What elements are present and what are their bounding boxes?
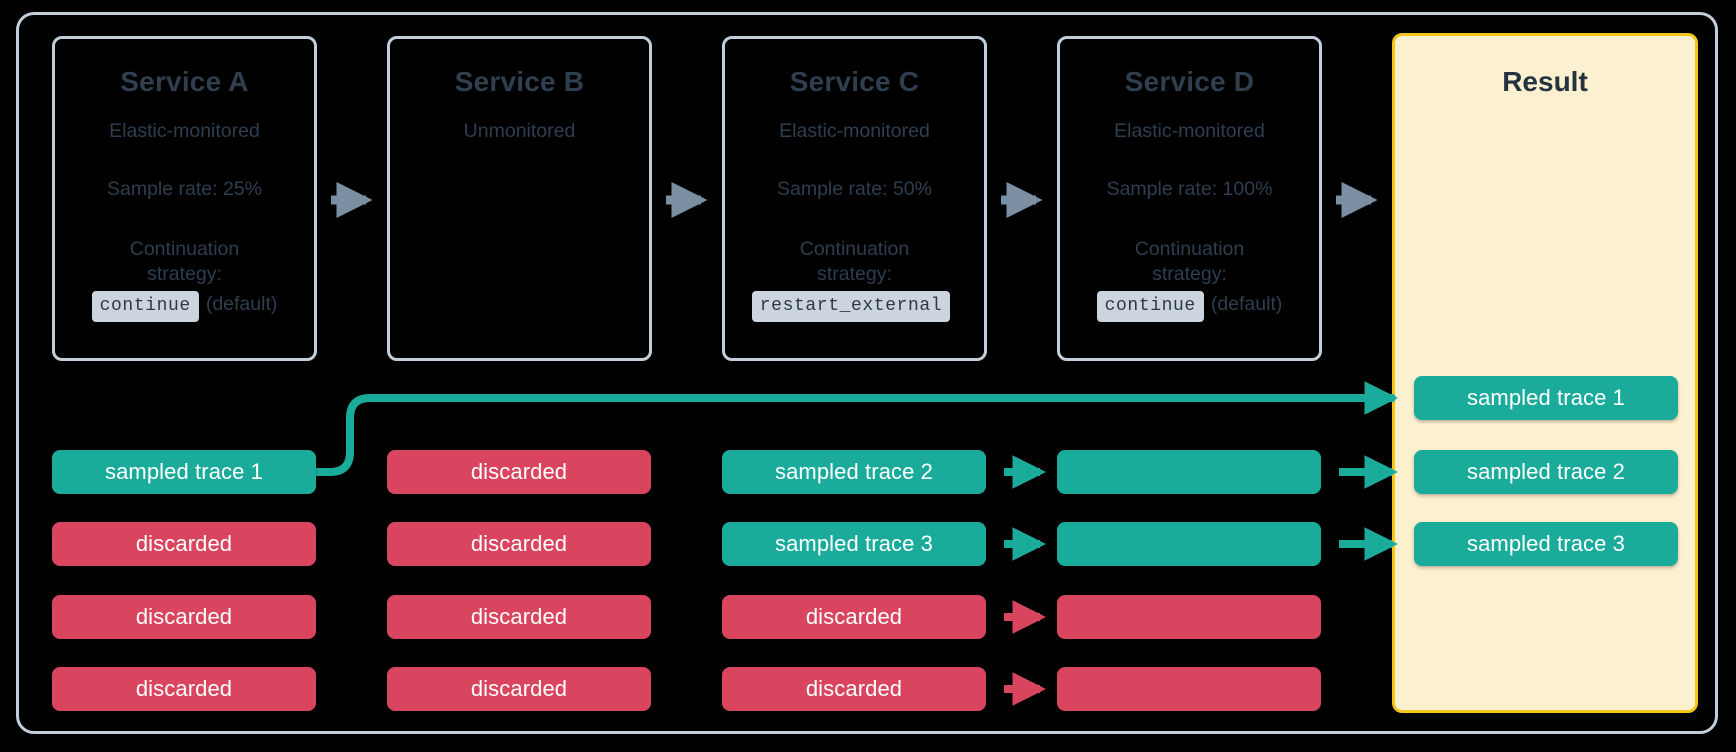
strategy-value-chip: continue xyxy=(1096,291,1204,323)
trace-pill: discarded xyxy=(722,667,986,711)
trace-pill-label: sampled trace 3 xyxy=(774,531,934,556)
result-trace-pill: sampled trace 1 xyxy=(1414,376,1678,420)
strategy-default-note: (default) xyxy=(1210,293,1283,316)
trace-pill: discarded xyxy=(387,522,651,566)
service-continuation-strategy-label: Continuation strategy: xyxy=(733,237,976,288)
service-title: Service A xyxy=(120,66,249,97)
service-continuation-strategy-label: Continuation strategy: xyxy=(1068,237,1311,288)
service-strategy-value-row: continue (default) xyxy=(63,291,306,323)
trace-pill: discarded xyxy=(52,522,316,566)
result-trace-label: sampled trace 2 xyxy=(1466,459,1626,484)
trace-pill: discarded xyxy=(387,667,651,711)
trace-pill xyxy=(1057,595,1321,639)
trace-pill-label: discarded xyxy=(135,604,233,629)
trace-pill: discarded xyxy=(387,595,651,639)
strategy-label-line-2: strategy: xyxy=(147,262,222,285)
service-sample-rate: Sample rate: 50% xyxy=(776,178,932,201)
trace-pill: discarded xyxy=(722,595,986,639)
service-sample-rate: Sample rate: 100% xyxy=(1106,178,1273,201)
service-title: Service B xyxy=(454,66,585,97)
trace-pill-label: sampled trace 1 xyxy=(104,459,264,484)
service-title: Service C xyxy=(789,66,920,97)
trace-pill: sampled trace 3 xyxy=(722,522,986,566)
trace-pill-label: discarded xyxy=(470,459,568,484)
trace-pill-label: discarded xyxy=(135,676,233,701)
service-strategy-value-row: restart_external xyxy=(733,291,976,323)
strategy-value-chip: continue xyxy=(91,291,199,323)
trace-pill-label: discarded xyxy=(470,531,568,556)
result-trace-pill: sampled trace 3 xyxy=(1414,522,1678,566)
strategy-label-line-1: Continuation xyxy=(129,237,240,260)
trace-pill: discarded xyxy=(52,595,316,639)
service-card-service-b: Service B Unmonitored xyxy=(387,36,652,361)
result-trace-pill: sampled trace 2 xyxy=(1414,450,1678,494)
trace-pill xyxy=(1057,667,1321,711)
result-panel: Result xyxy=(1392,33,1698,713)
service-monitoring-status: Elastic-monitored xyxy=(779,119,930,142)
strategy-default-note: (default) xyxy=(205,293,278,316)
trace-pill: discarded xyxy=(52,667,316,711)
strategy-label-line-1: Continuation xyxy=(799,237,910,260)
strategy-label-line-2: strategy: xyxy=(1152,262,1227,285)
trace-pill-label: discarded xyxy=(470,604,568,629)
strategy-label-line-2: strategy: xyxy=(817,262,892,285)
result-trace-label: sampled trace 3 xyxy=(1466,531,1626,556)
service-card-service-d: Service D Elastic-monitored Sample rate:… xyxy=(1057,36,1322,361)
strategy-value-chip: restart_external xyxy=(751,291,951,323)
result-title: Result xyxy=(1502,66,1588,97)
trace-pill: discarded xyxy=(387,450,651,494)
service-strategy-value-row: continue (default) xyxy=(1068,291,1311,323)
service-title: Service D xyxy=(1124,66,1255,97)
service-monitoring-status: Elastic-monitored xyxy=(109,119,260,142)
trace-pill xyxy=(1057,450,1321,494)
trace-pill-label: discarded xyxy=(805,604,903,629)
result-trace-label: sampled trace 1 xyxy=(1466,385,1626,410)
trace-pill-label: discarded xyxy=(470,676,568,701)
strategy-label-line-1: Continuation xyxy=(1134,237,1245,260)
trace-pill-label: discarded xyxy=(805,676,903,701)
trace-pill-label: discarded xyxy=(135,531,233,556)
diagram-outer-frame xyxy=(16,12,1718,734)
service-card-service-c: Service C Elastic-monitored Sample rate:… xyxy=(722,36,987,361)
trace-pill: sampled trace 2 xyxy=(722,450,986,494)
service-monitoring-status: Elastic-monitored xyxy=(1114,119,1265,142)
service-card-service-a: Service A Elastic-monitored Sample rate:… xyxy=(52,36,317,361)
service-monitoring-status: Unmonitored xyxy=(463,119,576,142)
service-sample-rate: Sample rate: 25% xyxy=(106,178,262,201)
trace-pill xyxy=(1057,522,1321,566)
trace-pill-label: sampled trace 2 xyxy=(774,459,934,484)
service-continuation-strategy-label: Continuation strategy: xyxy=(63,237,306,288)
trace-pill: sampled trace 1 xyxy=(52,450,316,494)
